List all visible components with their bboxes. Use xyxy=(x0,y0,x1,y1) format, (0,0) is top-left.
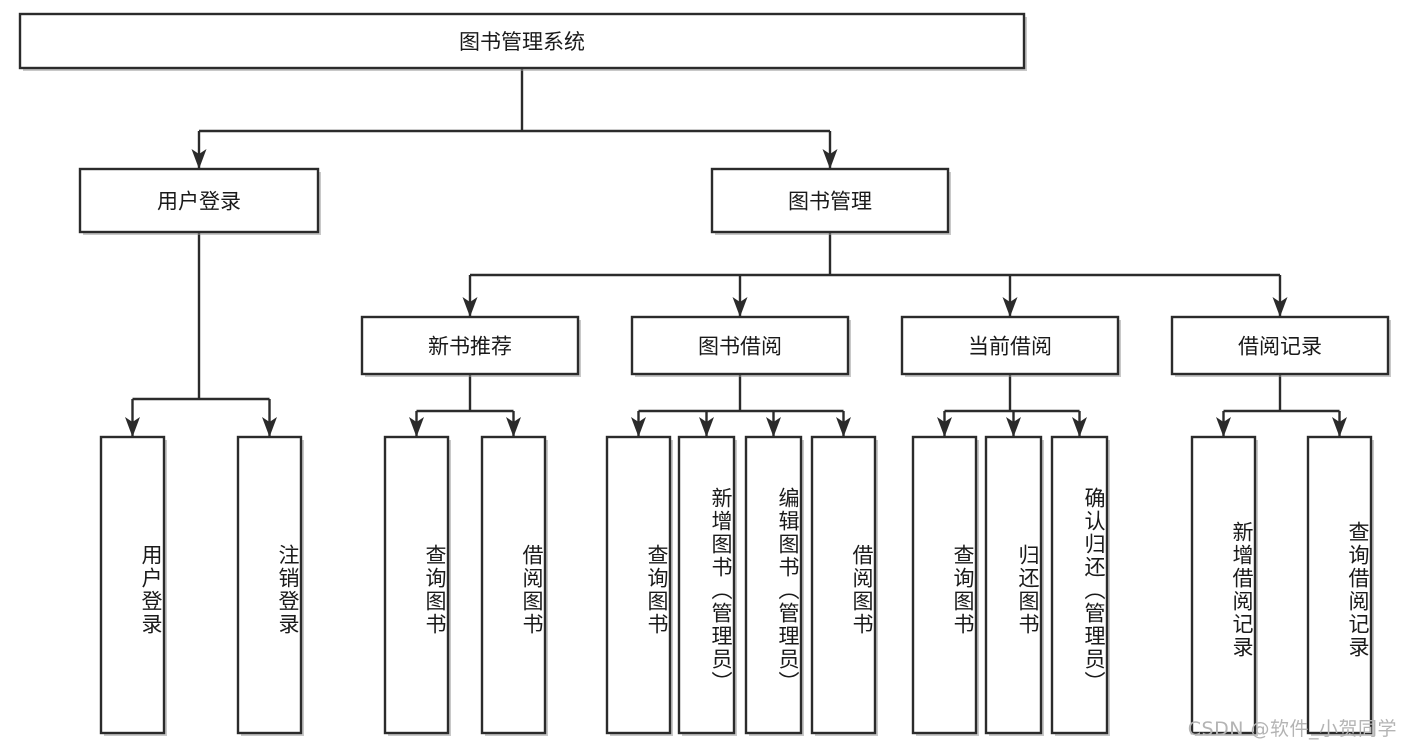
node-label-root: 图书管理系统 xyxy=(459,30,585,54)
node-current-borrow[interactable] xyxy=(900,315,1120,376)
arrow-head-icon xyxy=(937,417,952,437)
node-leaf-user-login[interactable] xyxy=(99,435,166,735)
node-leaf-query-book-3[interactable] xyxy=(911,435,978,735)
arrow-head-icon xyxy=(1332,417,1347,437)
arrow-head-icon xyxy=(1002,297,1018,317)
node-leaf-borrow-book-1[interactable] xyxy=(480,435,547,735)
node-leaf-borrow-book-2[interactable] xyxy=(810,435,877,735)
arrow-head-icon xyxy=(1272,297,1288,317)
node-book-manage[interactable] xyxy=(710,167,950,234)
node-leaf-confirm-return[interactable] xyxy=(1050,435,1109,735)
node-leaf-query-record[interactable] xyxy=(1306,435,1373,735)
arrow-head-icon xyxy=(1006,417,1021,437)
node-leaf-user-logout[interactable] xyxy=(236,435,303,735)
arrow-head-icon xyxy=(631,417,646,437)
node-new-book-rec[interactable] xyxy=(360,315,580,376)
arrow-head-icon xyxy=(699,417,714,437)
node-leaf-query-book-2[interactable] xyxy=(605,435,672,735)
arrow-head-icon xyxy=(506,417,521,437)
watermark-text: CSDN @软件_小贺同学 xyxy=(1187,718,1397,740)
arrow-head-icon xyxy=(836,417,851,437)
node-label-user-login: 用户登录 xyxy=(157,190,241,214)
node-leaf-add-book[interactable] xyxy=(677,435,736,735)
arrow-head-icon xyxy=(262,417,277,437)
node-book-borrow[interactable] xyxy=(630,315,850,376)
arrow-head-icon xyxy=(766,417,781,437)
node-leaf-query-book-1[interactable] xyxy=(383,435,450,735)
arrow-head-icon xyxy=(191,149,207,169)
arrow-head-icon xyxy=(1216,417,1231,437)
node-label-book-borrow: 图书借阅 xyxy=(698,335,782,359)
node-leaf-add-record[interactable] xyxy=(1190,435,1257,735)
node-root-root[interactable] xyxy=(18,12,1026,70)
connector-edges xyxy=(125,68,1347,437)
node-leaf-return-book[interactable] xyxy=(984,435,1043,735)
arrow-head-icon xyxy=(462,297,478,317)
arrow-head-icon xyxy=(125,417,140,437)
arrow-head-icon xyxy=(409,417,424,437)
node-boxes xyxy=(18,12,1391,736)
node-user-login[interactable] xyxy=(78,167,320,234)
arrow-head-icon xyxy=(732,297,748,317)
node-label-borrow-record: 借阅记录 xyxy=(1238,335,1322,359)
node-leaf-edit-book[interactable] xyxy=(744,435,803,735)
node-label-book-manage: 图书管理 xyxy=(788,190,872,214)
node-borrow-record[interactable] xyxy=(1170,315,1390,376)
arrow-head-icon xyxy=(822,149,838,169)
arrow-head-icon xyxy=(1072,417,1087,437)
node-label-current-borrow: 当前借阅 xyxy=(968,335,1052,359)
node-label-new-book-rec: 新书推荐 xyxy=(428,335,512,359)
